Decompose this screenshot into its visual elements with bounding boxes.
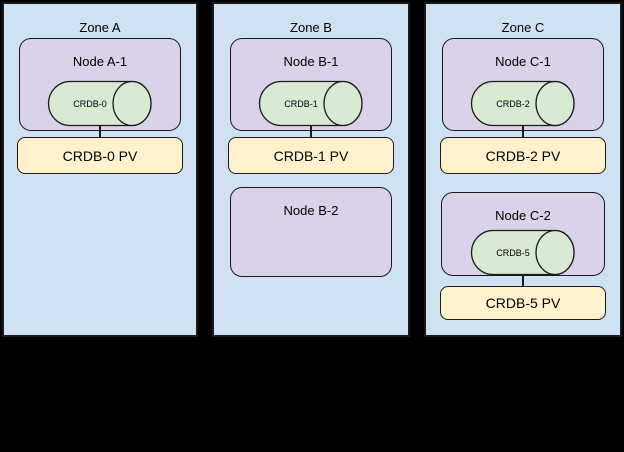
cylinder-shape-icon [470,229,575,276]
crdb-1-pv-box: CRDB-1 PV [228,137,394,174]
zone-b-title: Zone B [290,20,332,35]
connector-line [522,125,524,138]
node-b1: Node B-1 CRDB-1 [230,38,392,131]
node-b1-label: Node B-1 [283,54,339,69]
connector-line [99,125,101,138]
node-c2: Node C-2 CRDB-5 [441,192,605,276]
node-b2: Node B-2 [230,187,392,277]
node-a1: Node A-1 CRDB-0 [19,38,181,131]
cylinder-shape-icon [47,80,152,127]
node-a1-label: Node A-1 [72,54,128,69]
node-c2-label: Node C-2 [495,208,551,223]
zone-b: Zone B Node B-1 CRDB-1 CRDB-1 PV Node B-… [212,2,410,337]
zone-a: Zone A Node A-1 CRDB-0 CRDB-0 PV [2,2,198,337]
crdb-0-cylinder-label: CRDB-0 [73,98,107,109]
connector-line [522,274,524,287]
crdb-0-pv-label: CRDB-0 PV [62,147,138,164]
crdb-1-pv-label: CRDB-1 PV [273,147,349,164]
zone-c-title: Zone C [501,20,545,35]
crdb-5-pv-box: CRDB-5 PV [440,286,606,320]
cylinder-shape-icon [258,80,363,127]
node-c1: Node C-1 CRDB-2 [442,38,604,131]
crdb-2-pv-label: CRDB-2 PV [485,147,561,164]
crdb-2-cylinder-label: CRDB-2 [496,98,530,109]
crdb-1-cylinder-label: CRDB-1 [284,98,318,109]
node-b2-label: Node B-2 [283,203,339,218]
connector-line [310,125,312,138]
zone-c: Zone C Node C-1 CRDB-2 CRDB-2 PV Node C-… [424,2,622,337]
zone-a-title: Zone A [79,20,121,35]
crdb-5-pv-label: CRDB-5 PV [485,295,561,311]
crdb-2-cylinder: CRDB-2 [470,80,576,127]
cylinder-shape-icon [470,80,575,127]
crdb-2-pv-box: CRDB-2 PV [440,137,606,174]
crdb-5-cylinder: CRDB-5 [470,229,576,276]
node-c1-label: Node C-1 [495,54,551,69]
crdb-1-cylinder: CRDB-1 [258,80,364,127]
crdb-0-cylinder: CRDB-0 [47,80,153,127]
crdb-5-cylinder-label: CRDB-5 [496,247,530,258]
crdb-0-pv-box: CRDB-0 PV [17,137,183,174]
